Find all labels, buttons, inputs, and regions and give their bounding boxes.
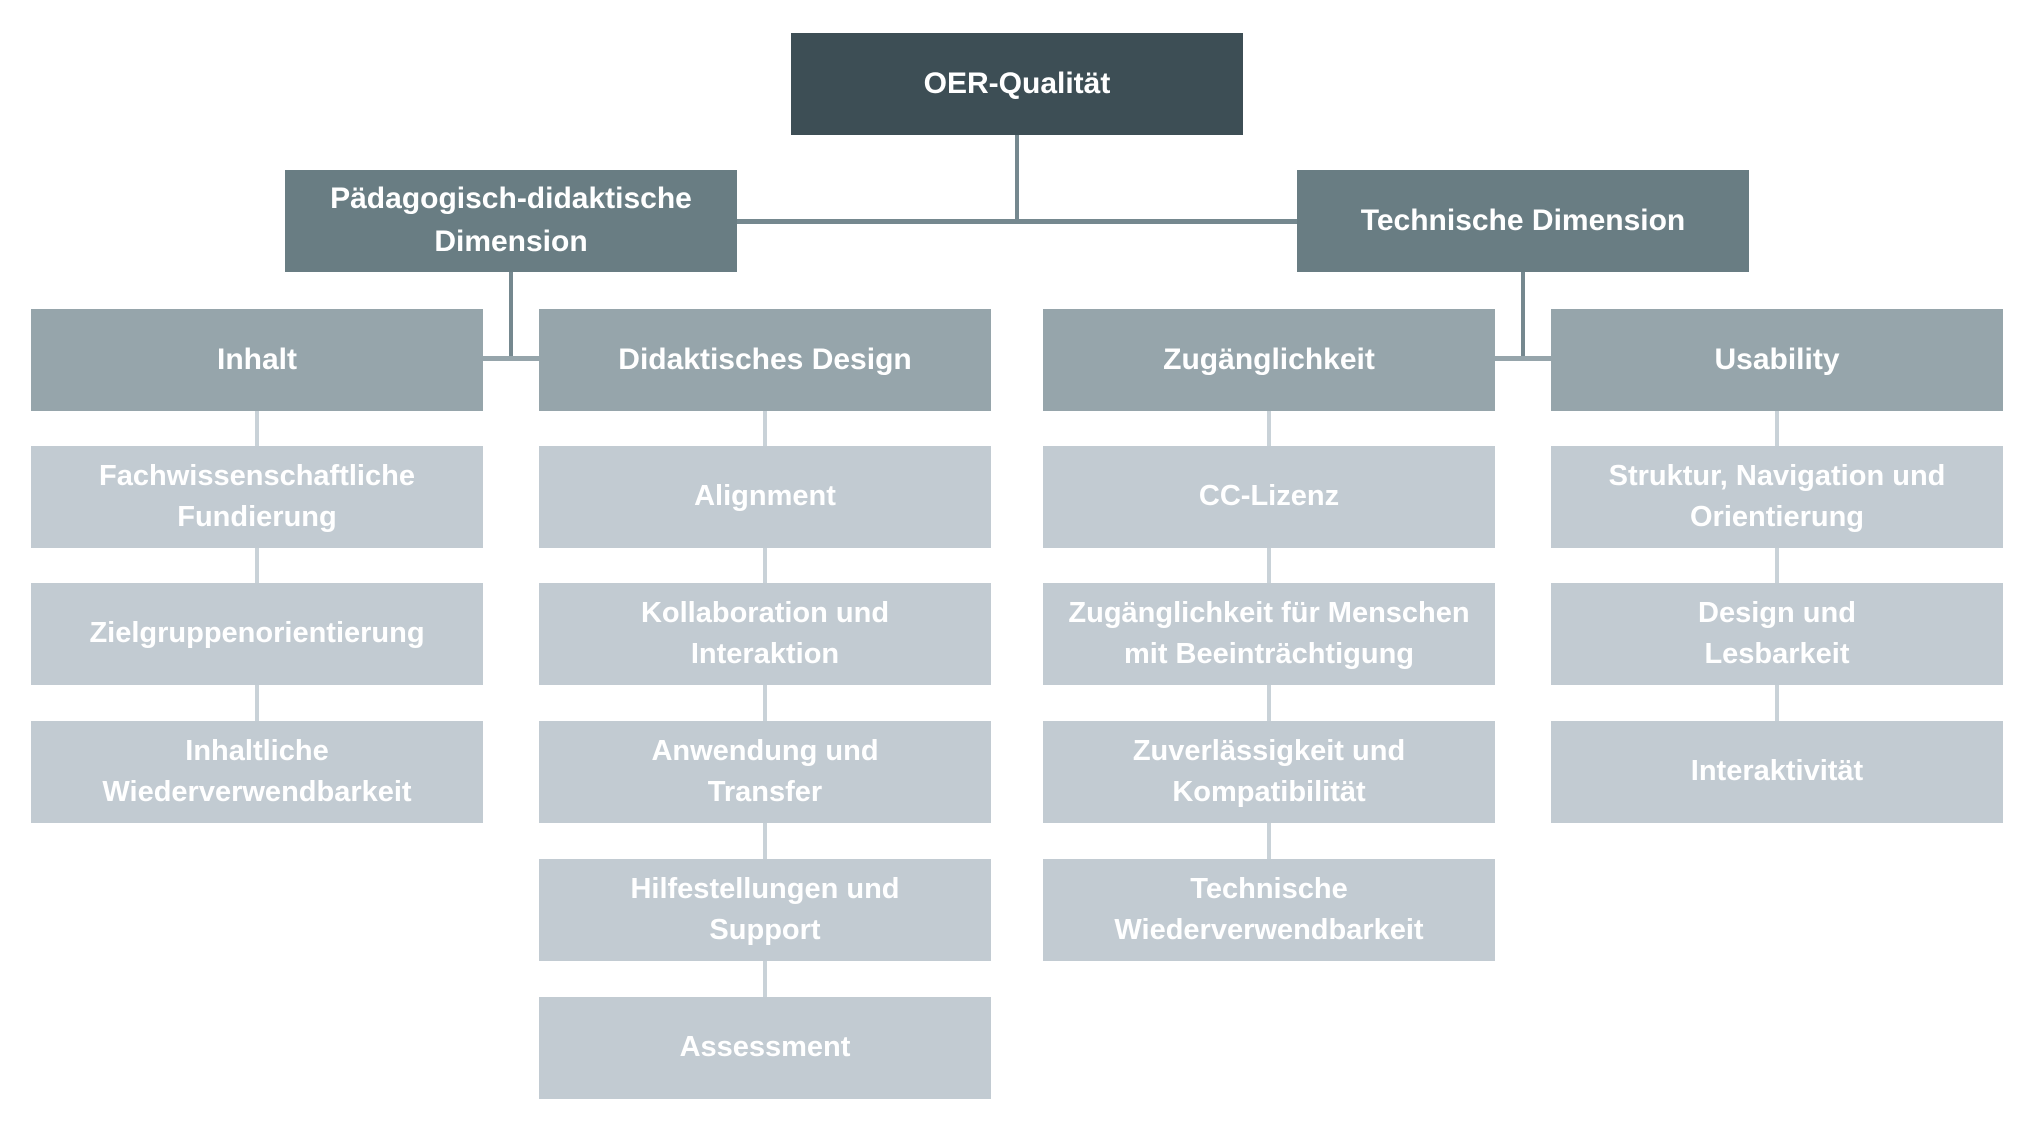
- node-technische-dimension: Technische Dimension: [1297, 170, 1749, 272]
- connector-col4-seg2: [1775, 548, 1779, 583]
- node-zuverlaessigkeit-und-kompatibilitaet: Zuverlässigkeit und Kompatibilität: [1043, 721, 1495, 823]
- connector-col3-seg4: [1267, 823, 1271, 859]
- connector-inhalt-didaktisches: [483, 356, 539, 361]
- node-inhalt: Inhalt: [31, 309, 483, 411]
- node-design-und-lesbarkeit: Design und Lesbarkeit: [1551, 583, 2003, 685]
- connector-col4-seg3: [1775, 685, 1779, 721]
- connector-col2-seg4: [763, 823, 767, 859]
- node-oer-qualitaet: OER-Qualität: [791, 33, 1243, 135]
- node-fachwissenschaftliche-fundierung: Fachwissenschaftliche Fundierung: [31, 446, 483, 548]
- node-zugaenglichkeit-fuer-menschen: Zugänglichkeit für Menschen mit Beeinträ…: [1043, 583, 1495, 685]
- connector-technisch-down: [1521, 272, 1525, 358]
- node-struktur-navigation-orientierung: Struktur, Navigation und Orientierung: [1551, 446, 2003, 548]
- node-inhaltliche-wiederverwendbarkeit: Inhaltliche Wiederverwendbarkeit: [31, 721, 483, 823]
- connector-col2-seg5: [763, 961, 767, 997]
- connector-dimensions-horizontal: [737, 219, 1297, 224]
- node-anwendung-und-transfer: Anwendung und Transfer: [539, 721, 991, 823]
- connector-col3-seg1: [1267, 411, 1271, 446]
- connector-zugaenglichkeit-usability: [1495, 356, 1551, 361]
- connector-col3-seg3: [1267, 685, 1271, 721]
- node-zielgruppenorientierung: Zielgruppenorientierung: [31, 583, 483, 685]
- node-hilfestellungen-und-support: Hilfestellungen und Support: [539, 859, 991, 961]
- node-usability: Usability: [1551, 309, 2003, 411]
- node-cc-lizenz: CC-Lizenz: [1043, 446, 1495, 548]
- node-assessment: Assessment: [539, 997, 991, 1099]
- connector-root-down: [1015, 135, 1019, 223]
- connector-col1-seg3: [255, 685, 259, 721]
- connector-col3-seg2: [1267, 548, 1271, 583]
- connector-paedagogisch-down: [509, 272, 513, 358]
- connector-col2-seg1: [763, 411, 767, 446]
- connector-col2-seg3: [763, 685, 767, 721]
- connector-col2-seg2: [763, 548, 767, 583]
- node-zugaenglichkeit: Zugänglichkeit: [1043, 309, 1495, 411]
- connector-col1-seg2: [255, 548, 259, 583]
- node-technische-wiederverwendbarkeit: Technische Wiederverwendbarkeit: [1043, 859, 1495, 961]
- node-alignment: Alignment: [539, 446, 991, 548]
- connector-col4-seg1: [1775, 411, 1779, 446]
- node-interaktivitaet: Interaktivität: [1551, 721, 2003, 823]
- connector-col1-seg1: [255, 411, 259, 446]
- node-kollaboration-und-interaktion: Kollaboration und Interaktion: [539, 583, 991, 685]
- node-paedagogisch-didaktische-dimension: Pädagogisch-didaktische Dimension: [285, 170, 737, 272]
- node-didaktisches-design: Didaktisches Design: [539, 309, 991, 411]
